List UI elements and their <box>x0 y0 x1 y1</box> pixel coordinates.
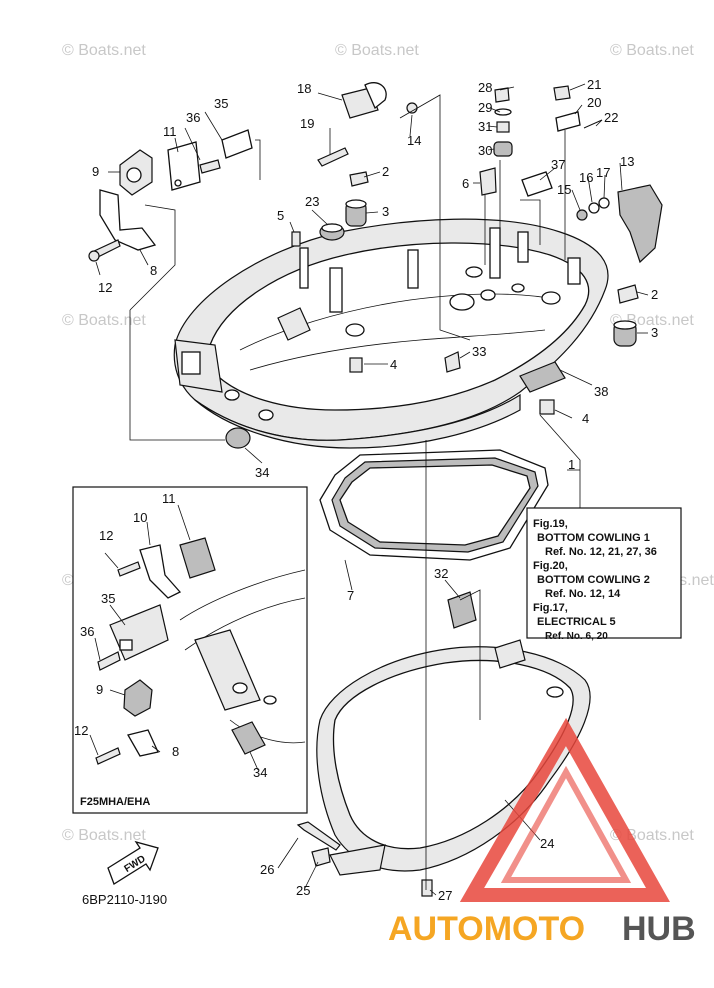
callout-7: 7 <box>347 588 354 603</box>
bottom-cowling <box>173 218 609 449</box>
callout-15: 15 <box>557 182 571 197</box>
callout-31: 31 <box>478 119 492 134</box>
callout-2b: 2 <box>651 287 658 302</box>
leader-lines <box>129 94 581 890</box>
watermark: © Boats.net <box>62 312 146 329</box>
callout-37: 37 <box>551 157 565 172</box>
callout-numbers: 18 19 14 2 3 23 5 35 36 11 9 8 12 28 29 … <box>92 77 658 903</box>
callout-10: 10 <box>133 510 147 525</box>
callout-21: 21 <box>587 77 601 92</box>
ref-line: Fig.17, <box>533 602 568 614</box>
brand-text-part1: AUTOMOTO <box>388 910 585 948</box>
callout-16: 16 <box>579 170 593 185</box>
ref-line: BOTTOM COWLING 2 <box>537 574 650 586</box>
callout-29: 29 <box>478 100 492 115</box>
callout-36a: 36 <box>186 110 200 125</box>
ref-line: ELECTRICAL 5 <box>537 616 616 628</box>
callout-20: 20 <box>587 95 601 110</box>
ref-line: Ref. No. 6, 20 <box>545 631 608 642</box>
callout-17: 17 <box>596 165 610 180</box>
callout-28: 28 <box>478 80 492 95</box>
callout-11b: 11 <box>162 491 176 506</box>
callout-36b: 36 <box>80 624 94 639</box>
ref-line: Ref. No. 12, 14 <box>545 588 621 600</box>
diagram-code: 6BP2110-J190 <box>82 892 167 907</box>
fwd-arrow: FWD <box>107 840 159 885</box>
callout-9b: 9 <box>96 682 103 697</box>
callout-35b: 35 <box>101 591 115 606</box>
callout-9a: 9 <box>92 164 99 179</box>
callout-19: 19 <box>300 116 314 131</box>
callout-33: 33 <box>472 344 486 359</box>
inset-model-label: F25MHA/EHA <box>80 796 150 808</box>
callout-12a: 12 <box>98 280 112 295</box>
callout-1: 1 <box>568 457 575 472</box>
callout-3b: 3 <box>651 325 658 340</box>
callout-24: 24 <box>540 836 554 851</box>
inset-variant-box: 11 10 12 35 36 9 8 12 34 F25MHA/EHA <box>72 486 308 814</box>
ref-line: Ref. No. 12, 21, 27, 36 <box>545 546 657 558</box>
watermark: © Boats.net <box>62 42 146 59</box>
callout-4b: 4 <box>582 411 589 426</box>
watermark: © Boats.net <box>62 827 146 844</box>
callout-35a: 35 <box>214 96 228 111</box>
callout-26: 26 <box>260 862 274 877</box>
watermark: © Boats.net <box>335 42 419 59</box>
callout-4a: 4 <box>390 357 397 372</box>
callout-8a: 8 <box>150 263 157 278</box>
callout-22: 22 <box>604 110 618 125</box>
callout-38: 38 <box>594 384 608 399</box>
brand-text-part2: HUB <box>622 910 696 948</box>
callout-5: 5 <box>277 208 284 223</box>
callout-14: 14 <box>407 133 421 148</box>
brand-logo: AUTOMOTO HUB <box>388 717 696 948</box>
reference-box: Fig.19, BOTTOM COWLING 1 Ref. No. 12, 21… <box>526 507 682 642</box>
watermark: © Boats.net <box>610 42 694 59</box>
callout-25: 25 <box>296 883 310 898</box>
ref-line: Fig.19, <box>533 518 568 530</box>
callout-34b: 34 <box>253 765 267 780</box>
callout-32: 32 <box>434 566 448 581</box>
callout-18: 18 <box>297 81 311 96</box>
callout-34a: 34 <box>255 465 269 480</box>
callout-2a: 2 <box>382 164 389 179</box>
lower-cover <box>316 639 591 876</box>
callout-12b: 12 <box>99 528 113 543</box>
callout-6: 6 <box>462 176 469 191</box>
ref-line: Fig.20, <box>533 560 568 572</box>
callout-23: 23 <box>305 194 319 209</box>
callout-30: 30 <box>478 143 492 158</box>
small-parts <box>88 82 663 897</box>
gasket-seal <box>319 449 549 561</box>
callout-27: 27 <box>438 888 452 903</box>
callout-3a: 3 <box>382 204 389 219</box>
callout-11a: 11 <box>163 124 177 139</box>
callout-13: 13 <box>620 154 634 169</box>
callout-12c: 12 <box>74 723 88 738</box>
ref-line: BOTTOM COWLING 1 <box>537 532 650 544</box>
callout-8b: 8 <box>172 744 179 759</box>
